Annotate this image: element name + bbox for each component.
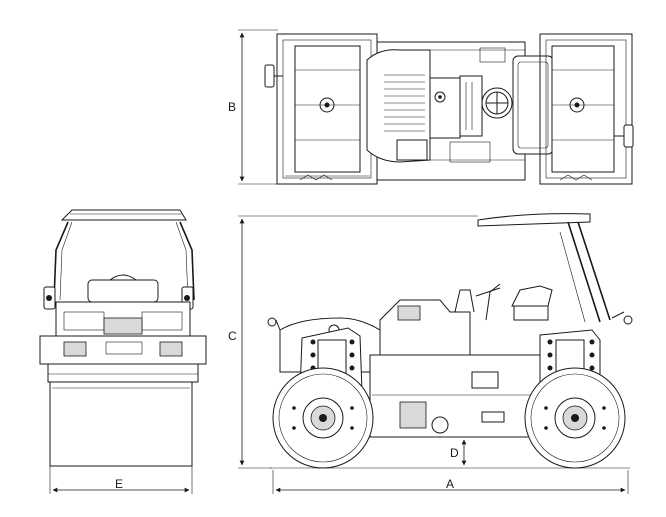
front-view	[39, 209, 207, 467]
side-view	[267, 213, 633, 469]
dimension-e: E	[49, 466, 193, 494]
dimension-c-label: C	[228, 329, 237, 343]
dimension-a-label: A	[446, 477, 454, 491]
dimension-a: A	[272, 470, 629, 494]
dimension-b: B	[228, 29, 278, 185]
dimension-d: D	[440, 436, 470, 466]
dimension-c: C	[228, 215, 478, 469]
dimension-b-label: B	[228, 100, 236, 114]
top-view	[264, 33, 634, 185]
dimension-e-label: E	[115, 477, 123, 491]
dimension-d-label: D	[450, 446, 459, 460]
